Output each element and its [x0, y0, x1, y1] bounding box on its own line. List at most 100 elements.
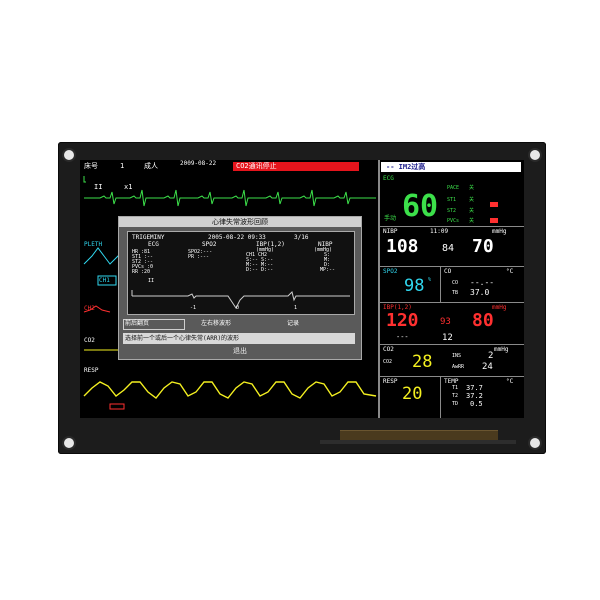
ecg-mode: 手动: [384, 215, 397, 222]
scale-mark: 0: [236, 305, 240, 311]
mount-hole-bottom-left: [62, 436, 76, 450]
co2-value: 28: [412, 352, 433, 372]
ibp-mean: 93: [440, 317, 451, 327]
divider: [380, 302, 524, 303]
move-wave-label[interactable]: 左右移波形: [201, 320, 232, 327]
ibp-waveform: [83, 305, 111, 313]
flex-cable-strip: [320, 440, 516, 444]
nibp-row: MP:--: [320, 267, 336, 273]
col-nibp: NIBP: [318, 241, 333, 248]
st1-label: ST1: [447, 197, 457, 203]
ecg-row: HR :81: [132, 249, 151, 255]
event-datetime: 2005-08-22 09:33: [208, 234, 266, 241]
ibp-row: M:-- M:--: [246, 262, 274, 268]
page-flip-label: 前后翻页: [125, 320, 150, 327]
nibp-row: (mmHg): [314, 247, 333, 253]
bed-value: 1: [120, 162, 125, 170]
ecg-param-label[interactable]: ECG: [383, 175, 394, 182]
spo2-value: 98: [404, 276, 425, 296]
resp-param-label[interactable]: RESP: [383, 378, 398, 385]
t2-value: 37.2: [466, 392, 483, 400]
mount-hole-bottom-right: [528, 436, 542, 450]
ecg-waveform: [84, 189, 376, 207]
heart-rate-value: 60: [402, 189, 439, 224]
ecg-row: RR :20: [132, 269, 151, 275]
tb-label: TB: [452, 290, 459, 296]
spo2-unit: %: [428, 277, 432, 283]
record-button[interactable]: 记录: [287, 320, 300, 327]
ibp-second-value: 12: [442, 333, 453, 343]
arrhythmia-review-dialog: 心律失常波形回顾 TRIGEMINY 2005-08-22 09:33 3/16…: [118, 216, 362, 360]
t2-label: T2: [452, 393, 459, 399]
ch1-label[interactable]: CH1: [99, 277, 110, 284]
pace-value: 关: [469, 185, 475, 191]
awrr-value: 24: [482, 362, 493, 372]
temp-unit: °C: [506, 378, 514, 385]
nibp-row: S:: [324, 252, 331, 258]
nibp-row: M:: [324, 257, 331, 263]
pleth-label[interactable]: PLETH: [84, 241, 103, 248]
patient-type[interactable]: 成人: [144, 162, 158, 170]
review-lead-label: II: [148, 278, 155, 284]
scale-mark: 1: [294, 305, 298, 311]
monitor-screen: 床号 1 成人 2009-08-22 CO2通讯停止 II x1 PLETH C…: [80, 160, 524, 418]
dialog-info-bar: 选择前一个或后一个心律失常(ARR)的波形: [123, 333, 355, 344]
ibp-row: D:-- D:--: [246, 267, 274, 273]
ecg-row: ST1 :--: [132, 254, 154, 260]
spo2-row: PR :---: [188, 254, 210, 260]
scale-mark: -1: [190, 305, 197, 311]
spo2-label[interactable]: SPO2: [383, 268, 398, 275]
resp-waveform: [83, 381, 377, 399]
pvcs-value: 关: [469, 218, 475, 224]
t1-value: 37.7: [466, 384, 483, 392]
ecg-row: ST2 :--: [132, 259, 154, 265]
nibp-mean: 84: [442, 243, 455, 254]
awrr-label: AwRR: [452, 364, 465, 370]
ch2-label[interactable]: CH2: [84, 305, 95, 312]
ibp-unit: mmHg: [492, 304, 507, 311]
nibp-unit: mmHg: [492, 228, 507, 235]
flex-cable: [340, 430, 498, 441]
pace-label: PACE: [447, 185, 460, 191]
ecg-lead-label[interactable]: II: [94, 183, 103, 191]
divider: [440, 376, 441, 418]
ecg-row: PVCs :0: [132, 264, 154, 270]
exit-button[interactable]: 退出: [233, 347, 247, 355]
co2-unit: mmHg: [494, 346, 509, 353]
review-waveform: [131, 290, 350, 309]
nibp-row: D:: [324, 262, 331, 268]
pvcs-label: PVCs: [447, 218, 460, 224]
page-flip-field[interactable]: [123, 319, 185, 330]
col-ibp: IBP(1,2): [256, 241, 285, 248]
ibp-label[interactable]: IBP(1,2): [383, 304, 412, 311]
divider: [440, 266, 441, 302]
nibp-diastolic: 70: [472, 236, 494, 257]
temp-label[interactable]: TEMP: [444, 378, 459, 385]
ibp-dash: ---: [396, 333, 409, 341]
divider: [380, 376, 524, 377]
dialog-title: 心律失常波形回顾: [119, 217, 361, 227]
ibp-row: (mmHg): [256, 247, 275, 253]
col-spo2: SPO2: [202, 241, 217, 248]
ecg-gain-label[interactable]: x1: [124, 183, 133, 191]
datetime: 2009-08-22: [180, 160, 217, 167]
st2-label: ST2: [447, 208, 457, 214]
resp-label[interactable]: RESP: [84, 367, 99, 374]
co2-label[interactable]: CO2: [84, 337, 95, 344]
divider: [380, 344, 524, 345]
ibp-diastolic: 80: [472, 310, 494, 331]
nibp-time: 11:09: [430, 228, 449, 235]
ibp-row: S:-- S:--: [246, 257, 274, 263]
td-label: TD: [452, 401, 459, 407]
co-label[interactable]: CO: [444, 268, 452, 275]
st-alarm-icon: [490, 202, 498, 207]
nibp-label[interactable]: NIBP: [383, 228, 398, 235]
divider: [380, 226, 524, 227]
st1-value: 关: [469, 197, 475, 203]
co-value: --.--: [470, 278, 495, 287]
co2-param-label[interactable]: CO2: [383, 346, 394, 353]
st2-value: 关: [469, 208, 475, 214]
mount-hole-top-right: [528, 148, 542, 162]
event-name: TRIGEMINY: [132, 234, 165, 241]
bed-label: 床号: [84, 162, 98, 170]
